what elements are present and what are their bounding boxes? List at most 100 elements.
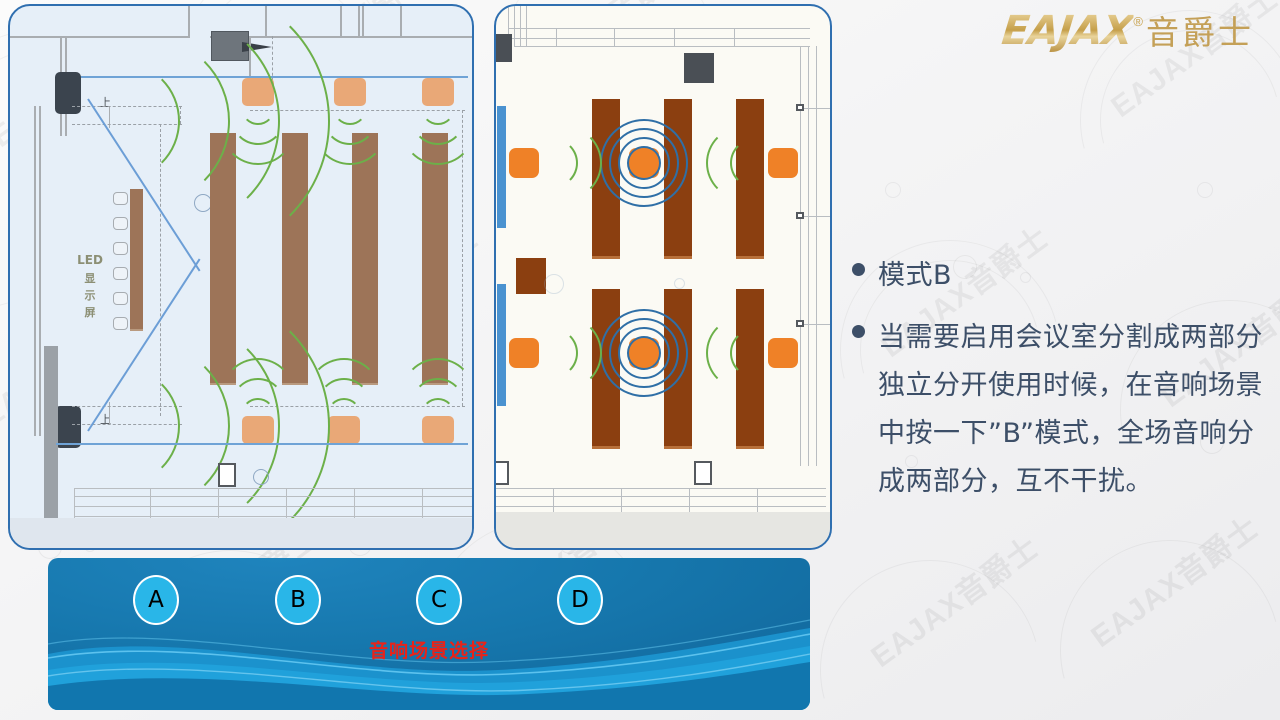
watermark-text: EAJAX音爵士 <box>1085 510 1265 654</box>
railing-post <box>286 488 287 520</box>
wall-tick <box>798 324 830 325</box>
door-swing-arc <box>402 6 464 46</box>
wall-post <box>520 6 521 46</box>
door-opening <box>694 461 712 485</box>
wall-post <box>734 28 735 46</box>
railing-post <box>354 488 355 520</box>
scene-button-label: B <box>290 587 306 613</box>
soundwave-arc <box>528 126 602 200</box>
bullet-text: 当需要启用会议室分割成两部分独立分开使用时候，在音响场景中按一下”B”模式，全场… <box>878 322 1263 497</box>
wall-accent-line <box>56 443 468 445</box>
bullet-item: 模式B <box>852 252 1266 300</box>
lectern <box>516 258 546 294</box>
railing-post <box>422 488 423 520</box>
soundwave-arc <box>313 91 387 165</box>
seat-icon <box>113 267 128 280</box>
railing-post <box>689 488 690 516</box>
led-label-line: 示 <box>84 289 96 302</box>
brand-logo: EAJAX ® 音爵士 <box>1000 6 1254 54</box>
floor-plan-right-content <box>496 6 830 548</box>
plan-node <box>253 469 269 485</box>
watermark-circle <box>885 182 901 198</box>
railing-line <box>496 488 826 489</box>
wall-opening <box>796 320 804 327</box>
watermark-circle <box>1197 182 1213 198</box>
bullet-dot-icon <box>852 325 865 338</box>
wall-post <box>674 28 675 46</box>
conference-table <box>422 133 448 385</box>
plan-footer-band <box>496 512 830 548</box>
audio-scene-selector-bar[interactable]: A B C D 音响场景选择 <box>48 558 810 710</box>
movable-partition <box>497 106 506 228</box>
partition-dashed-line <box>462 110 463 406</box>
wall-tick <box>798 216 830 217</box>
bullet-item: 当需要启用会议室分割成两部分独立分开使用时候，在音响场景中按一下”B”模式，全场… <box>852 314 1266 506</box>
speaker-dark <box>496 34 512 62</box>
railing-post <box>553 488 554 516</box>
door-opening <box>496 461 509 485</box>
scene-button-label: D <box>571 587 589 613</box>
railing-line <box>496 496 826 497</box>
led-label-line: LED <box>77 253 103 267</box>
wall-opening <box>796 104 804 111</box>
scene-button-a[interactable]: A <box>133 575 179 625</box>
bullet-text: 模式B <box>878 260 953 291</box>
partition-dashed-line <box>160 124 161 416</box>
wall-segment <box>39 106 41 436</box>
door-opening <box>218 463 236 487</box>
railing-line <box>74 506 472 507</box>
soundwave-arc <box>401 91 472 165</box>
soundwave-arc <box>60 6 330 256</box>
seat-icon <box>113 242 128 255</box>
wall-segment <box>400 6 402 38</box>
soundfield-ring <box>600 119 688 207</box>
railing-post <box>621 488 622 516</box>
scene-button-d[interactable]: D <box>557 575 603 625</box>
soundwave-arc <box>307 358 381 432</box>
soundwave-arc <box>528 316 602 390</box>
scene-button-label: A <box>148 587 164 613</box>
railing-line <box>74 516 472 517</box>
conference-table <box>352 133 378 385</box>
wall-segment <box>514 46 810 47</box>
wall-segment <box>340 6 342 38</box>
wall-post <box>556 28 557 46</box>
soundwave-arc <box>706 316 780 390</box>
railing-line <box>496 506 826 507</box>
railing-post <box>218 488 219 520</box>
led-label-line: 屏 <box>84 306 96 319</box>
railing-line <box>74 496 472 497</box>
seat-icon <box>113 292 128 305</box>
plan-node <box>544 274 564 294</box>
soundwave-arc <box>60 291 330 548</box>
wall-post <box>514 6 515 46</box>
watermark-arc <box>1019 499 1280 720</box>
wall-tick <box>798 108 830 109</box>
logo-wordmark: EAJAX <box>1000 8 1135 54</box>
plan-node <box>674 278 685 289</box>
registered-mark-icon: ® <box>1133 14 1143 29</box>
wall-segment <box>362 6 364 36</box>
soundfield-ring <box>600 309 688 397</box>
speaker-dark <box>684 53 714 83</box>
bullet-dot-icon <box>852 263 865 276</box>
wall-post <box>508 6 509 46</box>
plan-footer-band <box>10 518 472 548</box>
wall-opening <box>796 212 804 219</box>
floor-plan-right[interactable] <box>494 4 832 550</box>
wall-post <box>614 28 615 46</box>
railing-post <box>74 488 75 520</box>
logo-chinese-name: 音爵士 <box>1146 13 1254 52</box>
railing-post <box>150 488 151 520</box>
wall-segment <box>508 38 810 39</box>
floor-plan-left-content: 上 上 LED <box>10 6 472 548</box>
scene-selector-title: 音响场景选择 <box>368 640 489 662</box>
soundwave-arc <box>706 126 780 200</box>
wall-segment <box>808 46 809 466</box>
scene-button-b[interactable]: B <box>275 575 321 625</box>
soundwave-arc <box>401 358 472 432</box>
scene-button-c[interactable]: C <box>416 575 462 625</box>
wave-decoration <box>48 619 810 710</box>
floor-plan-left[interactable]: 上 上 LED <box>8 4 474 550</box>
